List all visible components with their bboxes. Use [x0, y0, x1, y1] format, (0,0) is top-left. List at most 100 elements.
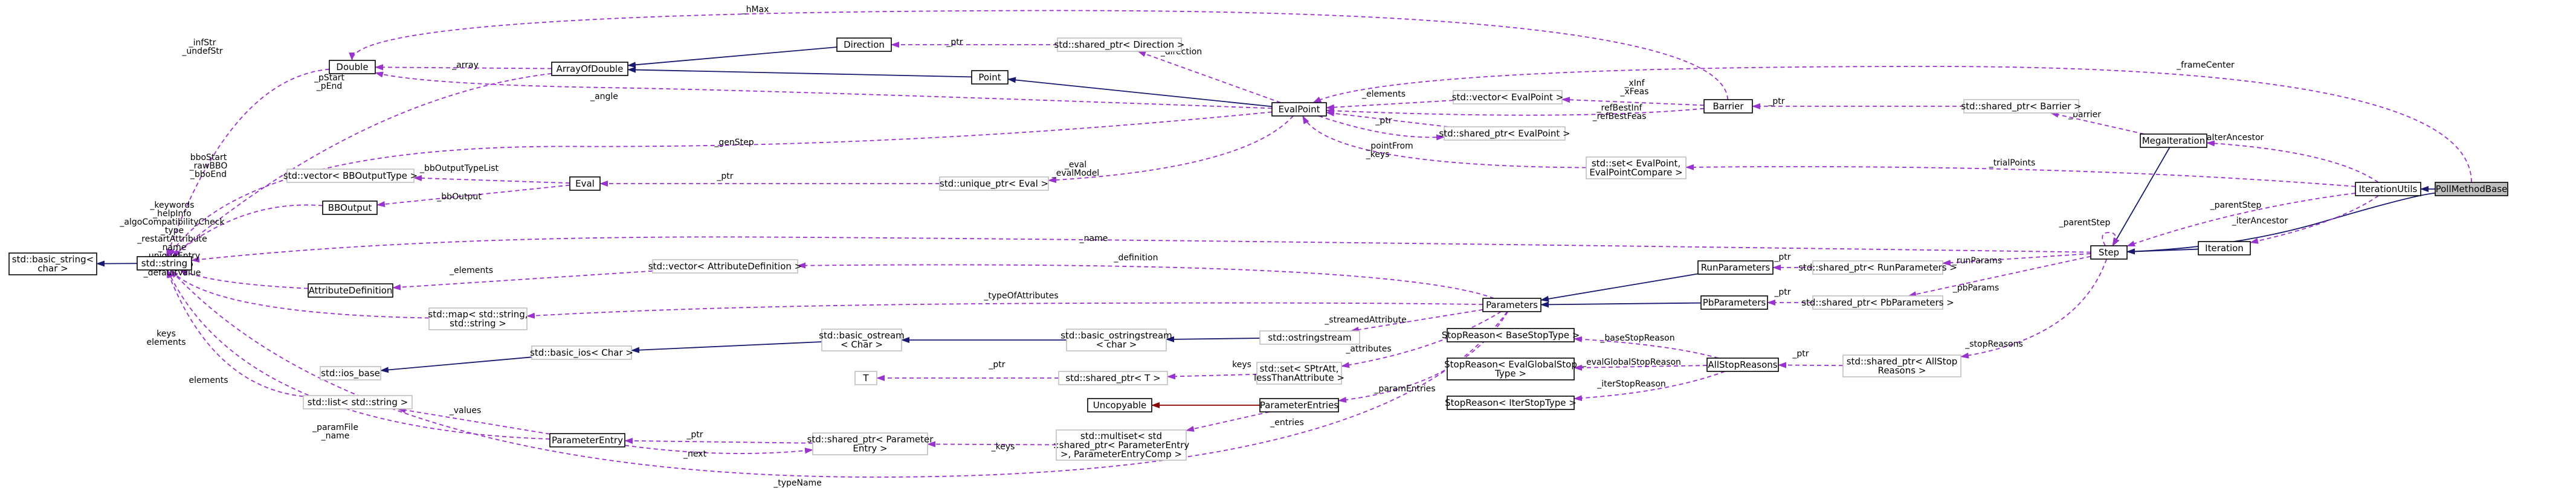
node-iterationutils[interactable]: IterationUtils	[2355, 182, 2421, 196]
node-set-sptrattr[interactable]: std::set< SPtrAtt,lessThanAttribute >	[1254, 362, 1344, 385]
node-string[interactable]: std::string	[137, 256, 192, 271]
node-label: BBOutput	[328, 202, 372, 213]
edge-label: _next	[683, 449, 707, 459]
node-basic-string[interactable]: std::basic_string<char >	[8, 252, 97, 275]
node-box	[303, 395, 413, 409]
node-iteration[interactable]: Iteration	[2198, 241, 2251, 255]
node-parameterentry[interactable]: ParameterEntry	[549, 433, 625, 447]
node-label: std::set< SPtrAtt,	[1260, 364, 1339, 374]
node-sp-barrier[interactable]: std::shared_ptr< Barrier >	[1961, 99, 2082, 114]
node-box	[939, 176, 1049, 191]
edge-label: _name	[1079, 234, 1108, 243]
edge-step-to-sp-allstopreasons	[1960, 258, 2107, 359]
node-allstopreasons[interactable]: AllStopReasons	[1706, 358, 1779, 372]
node-megaiteration[interactable]: MegaIteration	[2140, 133, 2207, 148]
node-list-string[interactable]: std::list< std::string >	[303, 395, 413, 409]
node-pbparameters[interactable]: PbParameters	[1700, 295, 1768, 310]
node-box	[1447, 358, 1575, 380]
node-sp-evalpoint[interactable]: std::shared_ptr< EvalPoint >	[1439, 126, 1570, 141]
edge-arrayofdouble-to-string	[172, 72, 552, 257]
edge-label: _streamedAttribute	[1324, 315, 1406, 325]
node-box	[1700, 295, 1768, 310]
node-box	[1447, 328, 1575, 342]
node-basic-ostringstream[interactable]: std::basic_ostringstream< char >	[1060, 329, 1172, 351]
edge-list-string-to-string	[166, 269, 304, 397]
edge-label: _definition	[1114, 253, 1158, 263]
node-runparameters[interactable]: RunParameters	[1697, 260, 1774, 275]
node-ios-base[interactable]: std::ios_base	[320, 366, 381, 380]
node-label: std::list< std::string >	[308, 397, 408, 408]
edge-double-to-string	[166, 68, 330, 257]
edge-arrayofdouble-to-double	[375, 64, 552, 71]
node-box	[549, 433, 625, 447]
node-label: ParameterEntry	[552, 435, 623, 446]
node-label: Uncopyable	[1093, 400, 1146, 411]
node-sp-allstopreasons[interactable]: std::shared_ptr< AllStopReasons >	[1842, 354, 1961, 377]
edge-label: _paramEntries	[1374, 384, 1435, 394]
node-label: AttributeDefinition	[309, 285, 393, 296]
node-label: Step	[2099, 247, 2119, 258]
node-sp-parameterentry[interactable]: std::shared_ptr< ParameterEntry >	[807, 432, 934, 455]
edge-parameterentry-to-sp-parameterentry	[624, 444, 813, 454]
edge-pollmethodbase-to-step	[2126, 192, 2436, 255]
node-box	[836, 37, 892, 52]
node-parameterentries[interactable]: ParameterEntries	[1259, 398, 1339, 412]
edge-label: _xFeas	[1619, 87, 1648, 97]
node-box	[329, 60, 376, 74]
node-box	[1842, 354, 1961, 377]
node-sp-runparameters[interactable]: std::shared_ptr< RunParameters >	[1798, 260, 1957, 275]
node-label: std::basic_string<	[12, 254, 94, 266]
node-vec-evalpoint[interactable]: std::vector< EvalPoint >	[1452, 90, 1564, 104]
node-barrier[interactable]: Barrier	[1703, 99, 1753, 114]
node-ostringstream[interactable]: std::ostringstream	[1259, 330, 1360, 345]
node-sr-basesteptype[interactable]: StopReason< BaseStopType >	[1442, 328, 1580, 342]
node-basic-ios[interactable]: std::basic_ios< Char >	[530, 345, 633, 360]
node-basic-ostream[interactable]: std::basic_ostream< Char >	[819, 329, 905, 351]
edge-parameters-to-vec-attrdef	[797, 262, 1494, 299]
node-multiset[interactable]: std::multiset< std::shared_ptr< Paramete…	[1053, 429, 1190, 461]
node-point[interactable]: Point	[971, 70, 1009, 85]
edge-iterationutils-to-iteration	[2250, 195, 2379, 244]
node-vec-attrdef[interactable]: std::vector< AttributeDefinition >	[648, 259, 802, 274]
node-box	[1259, 398, 1339, 412]
edge-parameterentry-to-string	[167, 269, 550, 440]
edge-label: _defaultValue	[143, 268, 201, 278]
edge-label: _typeName	[773, 478, 822, 488]
edge-label: _pbParams	[1952, 283, 1999, 293]
node-sr-itersteptype[interactable]: StopReason< IterStopType >	[1445, 396, 1577, 410]
edge-label: _entries	[1270, 418, 1304, 428]
node-pollmethodbase[interactable]: PollMethodBase	[2435, 182, 2508, 196]
edge-evalpoint-to-up-eval	[1048, 115, 1294, 184]
node-sp-pbparameters[interactable]: std::shared_ptr< PbParameters >	[1801, 295, 1954, 310]
node-arrayofdouble[interactable]: ArrayOfDouble	[551, 62, 628, 76]
node-bboutput[interactable]: BBOutput	[322, 200, 378, 215]
edge-label: _keys	[991, 442, 1015, 452]
edge-label: _angle	[590, 92, 618, 101]
edge-label: _ptr	[1774, 287, 1790, 297]
node-label: std::shared_ptr< T >	[1065, 373, 1160, 384]
edge-iteration-to-step	[2126, 248, 2199, 255]
node-map-string[interactable]: std::map< std::string,std::string >	[428, 307, 528, 330]
node-attributedefinition[interactable]: AttributeDefinition	[308, 283, 393, 298]
node-sp-t[interactable]: std::shared_ptr< T >	[1058, 371, 1168, 385]
node-up-eval[interactable]: std::unique_ptr< Eval >	[939, 176, 1049, 191]
node-set-evalpoint[interactable]: std::set< EvalPoint,EvalPointCompare >	[1586, 156, 1687, 179]
node-sp-direction[interactable]: std::shared_ptr< Direction >	[1054, 37, 1185, 52]
node-eval[interactable]: Eval	[569, 176, 601, 191]
node-box	[1453, 90, 1563, 104]
node-step[interactable]: Step	[2090, 245, 2128, 260]
node-vec-bboutputtype[interactable]: std::vector< BBOutputType >	[283, 168, 418, 183]
node-uncopyable[interactable]: Uncopyable	[1087, 398, 1152, 412]
node-evalpoint[interactable]: EvalPoint	[1271, 102, 1327, 117]
node-double[interactable]: Double	[329, 60, 376, 74]
node-box	[8, 252, 97, 275]
node-label: std::vector< BBOutputType >	[283, 170, 418, 181]
node-parameters[interactable]: Parameters	[1482, 298, 1541, 312]
node-box	[1271, 102, 1327, 117]
node-direction[interactable]: Direction	[836, 37, 892, 52]
edge-label: keys	[157, 329, 176, 339]
edge-label: _array	[451, 60, 479, 70]
node-t[interactable]: T	[854, 371, 877, 385]
